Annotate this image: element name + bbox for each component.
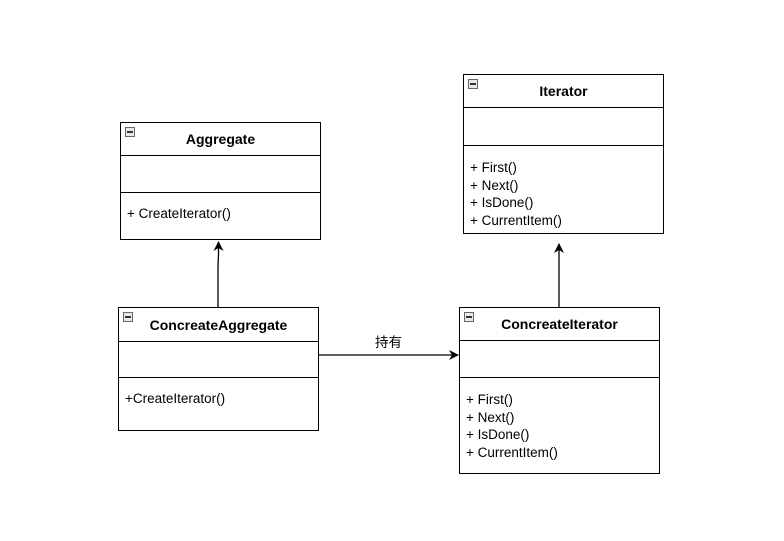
method-item: + IsDone()	[466, 427, 530, 442]
collapse-icon[interactable]	[468, 79, 478, 89]
method-item: + CreateIterator()	[127, 206, 231, 221]
methods-section: + First() + Next() + IsDone() + CurrentI…	[460, 378, 659, 461]
class-header: Aggregate	[121, 123, 320, 156]
method-item: + CurrentItem()	[466, 444, 558, 460]
collapse-icon[interactable]	[464, 312, 474, 322]
attributes-section	[119, 342, 318, 378]
class-header: ConcreateIterator	[460, 308, 659, 341]
class-header: Iterator	[464, 75, 663, 108]
class-name: ConcreateIterator	[501, 316, 618, 332]
method-item: + First()	[470, 160, 517, 175]
class-header: ConcreateAggregate	[119, 308, 318, 342]
method-item: + CurrentItem()	[470, 212, 562, 228]
attributes-section	[121, 156, 320, 193]
method-item: + Next()	[470, 177, 519, 193]
method-item: + Next()	[466, 409, 515, 425]
methods-section: + First() + Next() + IsDone() + CurrentI…	[464, 146, 663, 229]
association-label: 持有	[375, 335, 402, 351]
methods-section: + CreateIterator()	[121, 193, 320, 223]
collapse-icon[interactable]	[125, 127, 135, 137]
collapse-icon[interactable]	[123, 312, 133, 322]
class-name: Iterator	[539, 83, 588, 99]
class-iterator[interactable]: Iterator + First() + Next() + IsDone() +…	[463, 74, 664, 234]
attributes-section	[464, 108, 663, 146]
realization-arrow-aggregate	[213, 241, 224, 307]
method-item: + IsDone()	[470, 195, 534, 210]
class-name: Aggregate	[185, 131, 256, 147]
methods-section: +CreateIterator()	[119, 378, 318, 408]
attributes-section	[460, 341, 659, 378]
class-aggregate[interactable]: Aggregate + CreateIterator()	[120, 122, 321, 240]
class-concrete-iterator[interactable]: ConcreateIterator + First() + Next() + I…	[459, 307, 660, 474]
class-name: ConcreateAggregate	[149, 316, 288, 333]
method-item: + First()	[466, 392, 513, 407]
class-concrete-aggregate[interactable]: ConcreateAggregate +CreateIterator()	[118, 307, 319, 431]
method-item: +CreateIterator()	[125, 391, 226, 406]
